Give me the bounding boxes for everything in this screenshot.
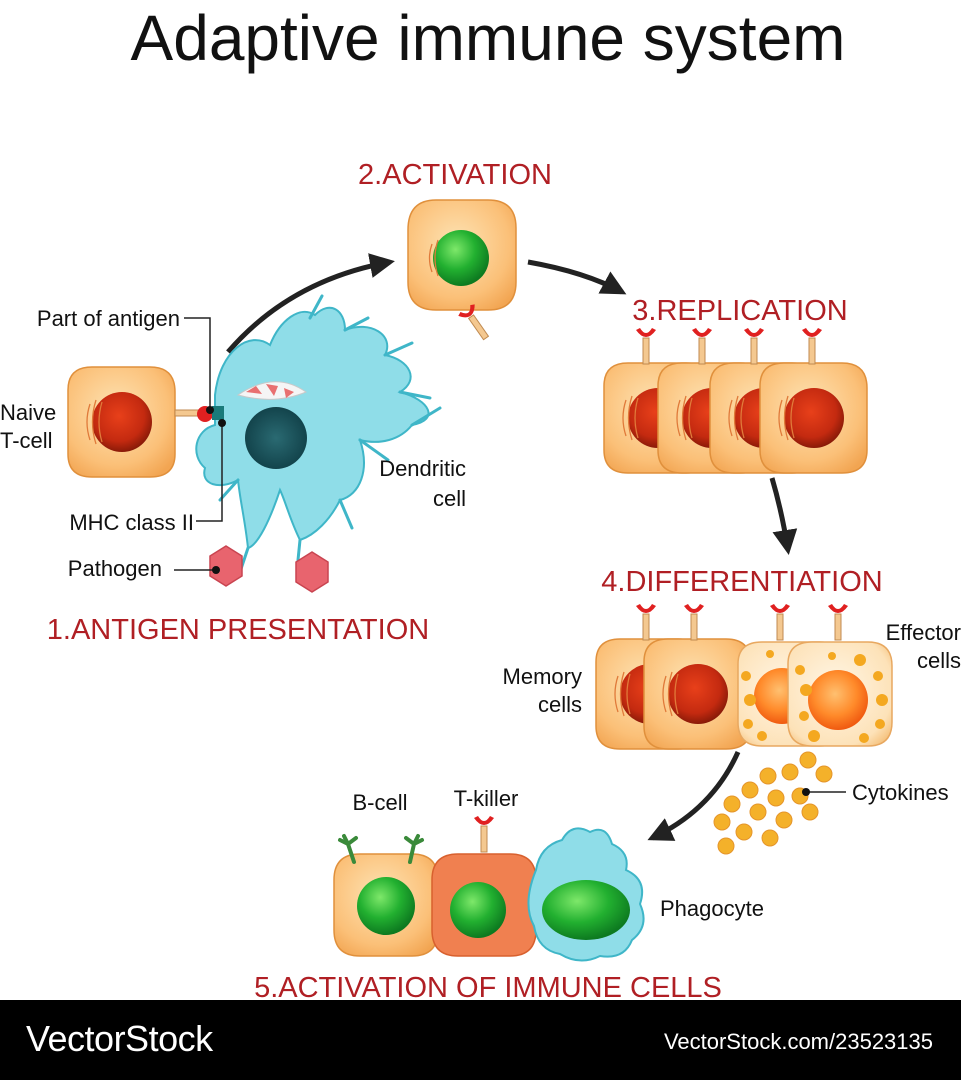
naive-t-cell <box>67 366 213 478</box>
vectorstock-logo: VectorStock <box>26 1018 213 1059</box>
label-effector-line1: Effector <box>886 620 961 645</box>
label-pathogen: Pathogen <box>68 556 162 581</box>
label-memory-line2: cells <box>538 692 582 717</box>
arrow-to-immune-activation <box>647 750 741 841</box>
step-activation-label: 2.ACTIVATION <box>358 159 552 191</box>
replicating-cells <box>603 327 868 474</box>
label-phagocyte: Phagocyte <box>660 896 764 921</box>
label-part-of-antigen: Part of antigen <box>37 306 180 331</box>
label-t-killer: T-killer <box>454 786 519 811</box>
label-memory-line1: Memory <box>503 664 582 689</box>
label-dendritic-line2: cell <box>433 486 466 511</box>
label-naive-line1: Naive <box>0 400 56 425</box>
arrow-to-activation <box>226 253 395 354</box>
label-cytokines: Cytokines <box>852 780 949 805</box>
step-immune-activation-label: 5.ACTIVATION OF IMMUNE CELLS <box>254 972 722 1000</box>
b-cell <box>333 834 439 957</box>
mhc-molecule <box>212 406 224 420</box>
step-antigen-presentation-label: 1.ANTIGEN PRESENTATION <box>47 614 429 646</box>
label-dendritic-line1: Dendritic <box>379 456 466 481</box>
diagram-title: Adaptive immune system <box>131 2 846 74</box>
dendritic-cell <box>195 294 442 574</box>
arrow-to-differentiation <box>769 477 798 555</box>
pathogens <box>209 545 329 593</box>
label-mhc-class-ii: MHC class II <box>69 510 194 535</box>
watermark-footer: VectorStock VectorStock.com/23523135 <box>0 1000 961 1080</box>
effector-cells <box>737 603 893 747</box>
memory-cells <box>595 603 752 750</box>
t-killer-cell <box>431 815 537 957</box>
label-b-cell: B-cell <box>352 790 407 815</box>
label-effector-line2: cells <box>917 648 961 673</box>
activated-t-cell <box>407 199 517 345</box>
step-replication-label: 3.REPLICATION <box>632 295 847 327</box>
image-id-text: VectorStock.com/23523135 <box>663 1029 933 1054</box>
adaptive-immune-diagram: Adaptive immune system 2.ACTIVATION 3.RE… <box>0 2 961 1000</box>
phagocyte-cell <box>527 827 645 962</box>
arrow-to-replication <box>527 259 627 295</box>
step-differentiation-label: 4.DIFFERENTIATION <box>601 566 882 598</box>
label-naive-line2: T-cell <box>0 428 53 453</box>
